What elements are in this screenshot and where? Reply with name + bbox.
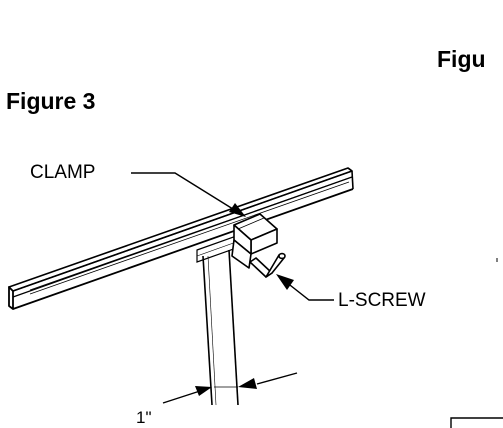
adjacent-figure-title: Figu	[437, 46, 486, 72]
rail-edge	[351, 170, 354, 190]
dim-leader-right	[256, 372, 298, 385]
lscrew-arrowhead	[276, 274, 294, 290]
post-right-edge	[228, 249, 239, 406]
rail-top-face	[8, 167, 353, 292]
arrowheads	[195, 203, 294, 396]
post-left-edge	[202, 255, 213, 406]
rail-groove	[29, 181, 350, 295]
dim-arrowhead-right	[238, 378, 257, 389]
rail	[8, 167, 354, 310]
dimension-label: 1"	[136, 408, 152, 427]
rail-edge	[12, 188, 354, 310]
l-screw-tip	[278, 252, 286, 260]
leaders	[131, 172, 334, 404]
rail-edge	[12, 170, 353, 292]
lscrew-leader	[280, 277, 334, 301]
post	[202, 249, 239, 406]
dim-leader-left	[162, 390, 201, 404]
figure-title: Figure 3	[6, 88, 96, 114]
clamp-lower-tab	[231, 239, 252, 269]
clamp-arrowhead	[229, 203, 246, 217]
clamp-body	[231, 213, 278, 269]
rail-edge	[347, 167, 353, 172]
dim-arrowhead-left	[195, 386, 212, 396]
clamp-leader	[131, 172, 242, 215]
l-screw-label: L-SCREW	[338, 290, 426, 311]
fragment-box	[450, 417, 503, 428]
l-screw	[249, 252, 286, 278]
clamp-groove	[237, 217, 265, 230]
post-inner	[207, 255, 217, 406]
rail-groove	[29, 177, 350, 291]
adjacent-figure-fragments	[450, 258, 503, 428]
clamp-label: CLAMP	[30, 162, 96, 183]
